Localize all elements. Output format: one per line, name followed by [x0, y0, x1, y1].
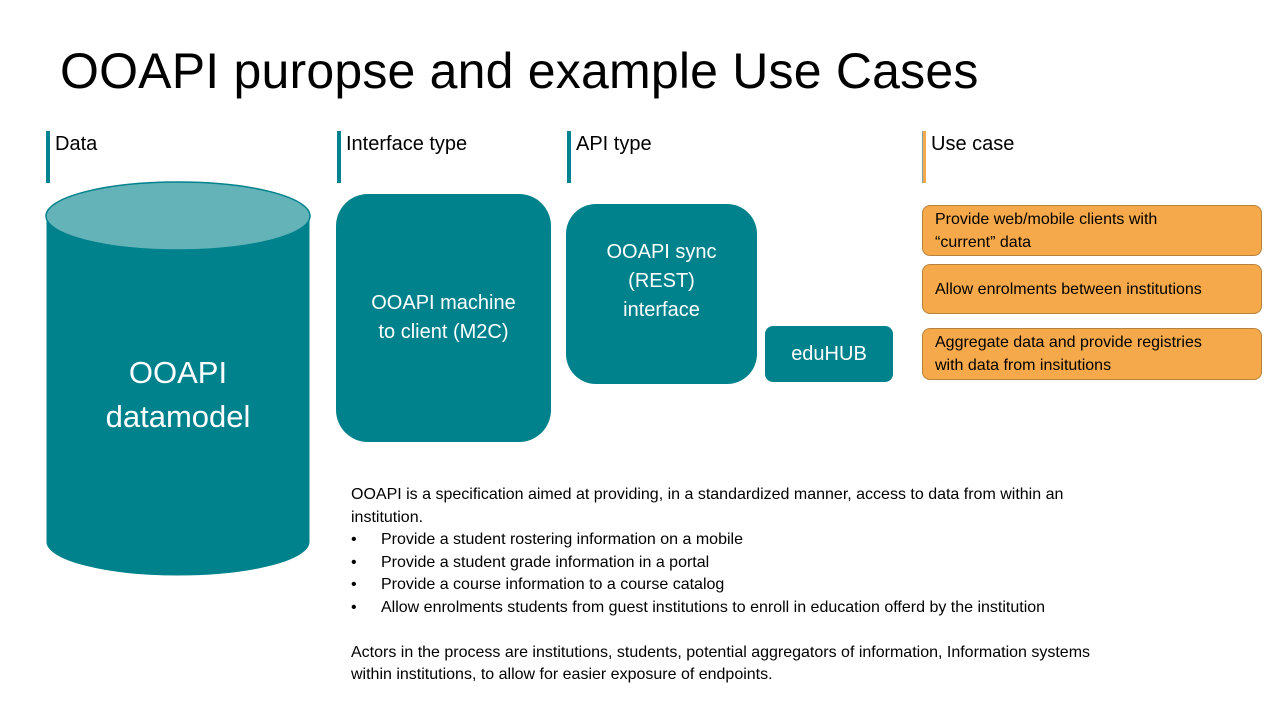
api-box-line: (REST) [628, 269, 695, 292]
description-line: institution. [351, 508, 424, 526]
use-case-box: Allow enrolments between institutions [922, 264, 1262, 314]
list-item-text: Provide a course information to a course… [381, 576, 725, 593]
description-line: OOAPI is a specification aimed at provid… [351, 486, 1064, 503]
use-case-box: Aggregate data and provide registries wi… [922, 328, 1262, 380]
datamodel-label: OOAPI datamodel [46, 350, 310, 440]
description-line: within institutions, to allow for easier… [351, 666, 773, 683]
interface-type-box: OOAPI machine to client (M2C) [336, 194, 551, 442]
api-type-box: OOAPI sync (REST) interface [566, 204, 757, 384]
use-case-line: Aggregate data and provide registries [935, 334, 1202, 351]
list-item: • Provide a course information to a cours… [351, 574, 1171, 597]
list-item: • Provide a student rostering information… [351, 529, 1171, 552]
datamodel-label-line: OOAPI [128, 355, 228, 390]
description-bullet-list: • Provide a student rostering information… [351, 529, 1171, 619]
list-item: • Provide a student grade information in … [351, 552, 1171, 575]
header-accent-bar [567, 131, 571, 183]
description-line: Actors in the process are institutions, … [351, 643, 1091, 661]
bullet-icon: • [351, 598, 357, 616]
list-item: • Allow enrolments students from guest in… [351, 597, 1171, 620]
datamodel-label-line: datamodel [105, 399, 251, 434]
slide-title: OOAPI puropse and example Use Cases [60, 43, 979, 99]
use-case-line: Provide web/mobile clients with [935, 210, 1158, 228]
list-item-text: Provide a student grade information in a… [381, 553, 710, 571]
column-header-label: Data [55, 133, 98, 155]
api-box-line: interface [623, 298, 700, 321]
description-text: OOAPI is a specification aimed at provid… [351, 484, 1171, 687]
header-accent-bar [46, 131, 50, 183]
eduhub-label: eduHUB [791, 342, 867, 365]
column-header-label: API type [576, 133, 652, 155]
bullet-icon: • [351, 553, 357, 571]
use-case-box: Provide web/mobile clients with “current… [922, 205, 1262, 256]
column-header-label: Interface type [346, 133, 468, 155]
header-accent-bar [337, 131, 341, 183]
datamodel-cylinder [45, 181, 311, 577]
use-case-line: with data from insitutions [935, 357, 1112, 374]
list-item-text: Provide a student rostering information … [381, 531, 743, 548]
column-header-label: Use case [931, 133, 1015, 155]
description-intro: OOAPI is a specification aimed at provid… [351, 484, 1171, 529]
bullet-icon: • [351, 531, 357, 548]
interface-box-line: to client (M2C) [378, 321, 509, 343]
description-actors: Actors in the process are institutions, … [351, 642, 1171, 687]
bullet-icon: • [351, 576, 357, 593]
use-case-line: Allow enrolments between institutions [935, 280, 1202, 298]
interface-box-line: OOAPI machine [371, 292, 516, 314]
header-accent-bar [922, 131, 926, 183]
use-case-line: “current” data [935, 233, 1032, 251]
eduhub-box: eduHUB [765, 326, 893, 382]
api-box-line: OOAPI sync [606, 240, 717, 263]
list-item-text: Allow enrolments students from guest ins… [381, 598, 1046, 616]
